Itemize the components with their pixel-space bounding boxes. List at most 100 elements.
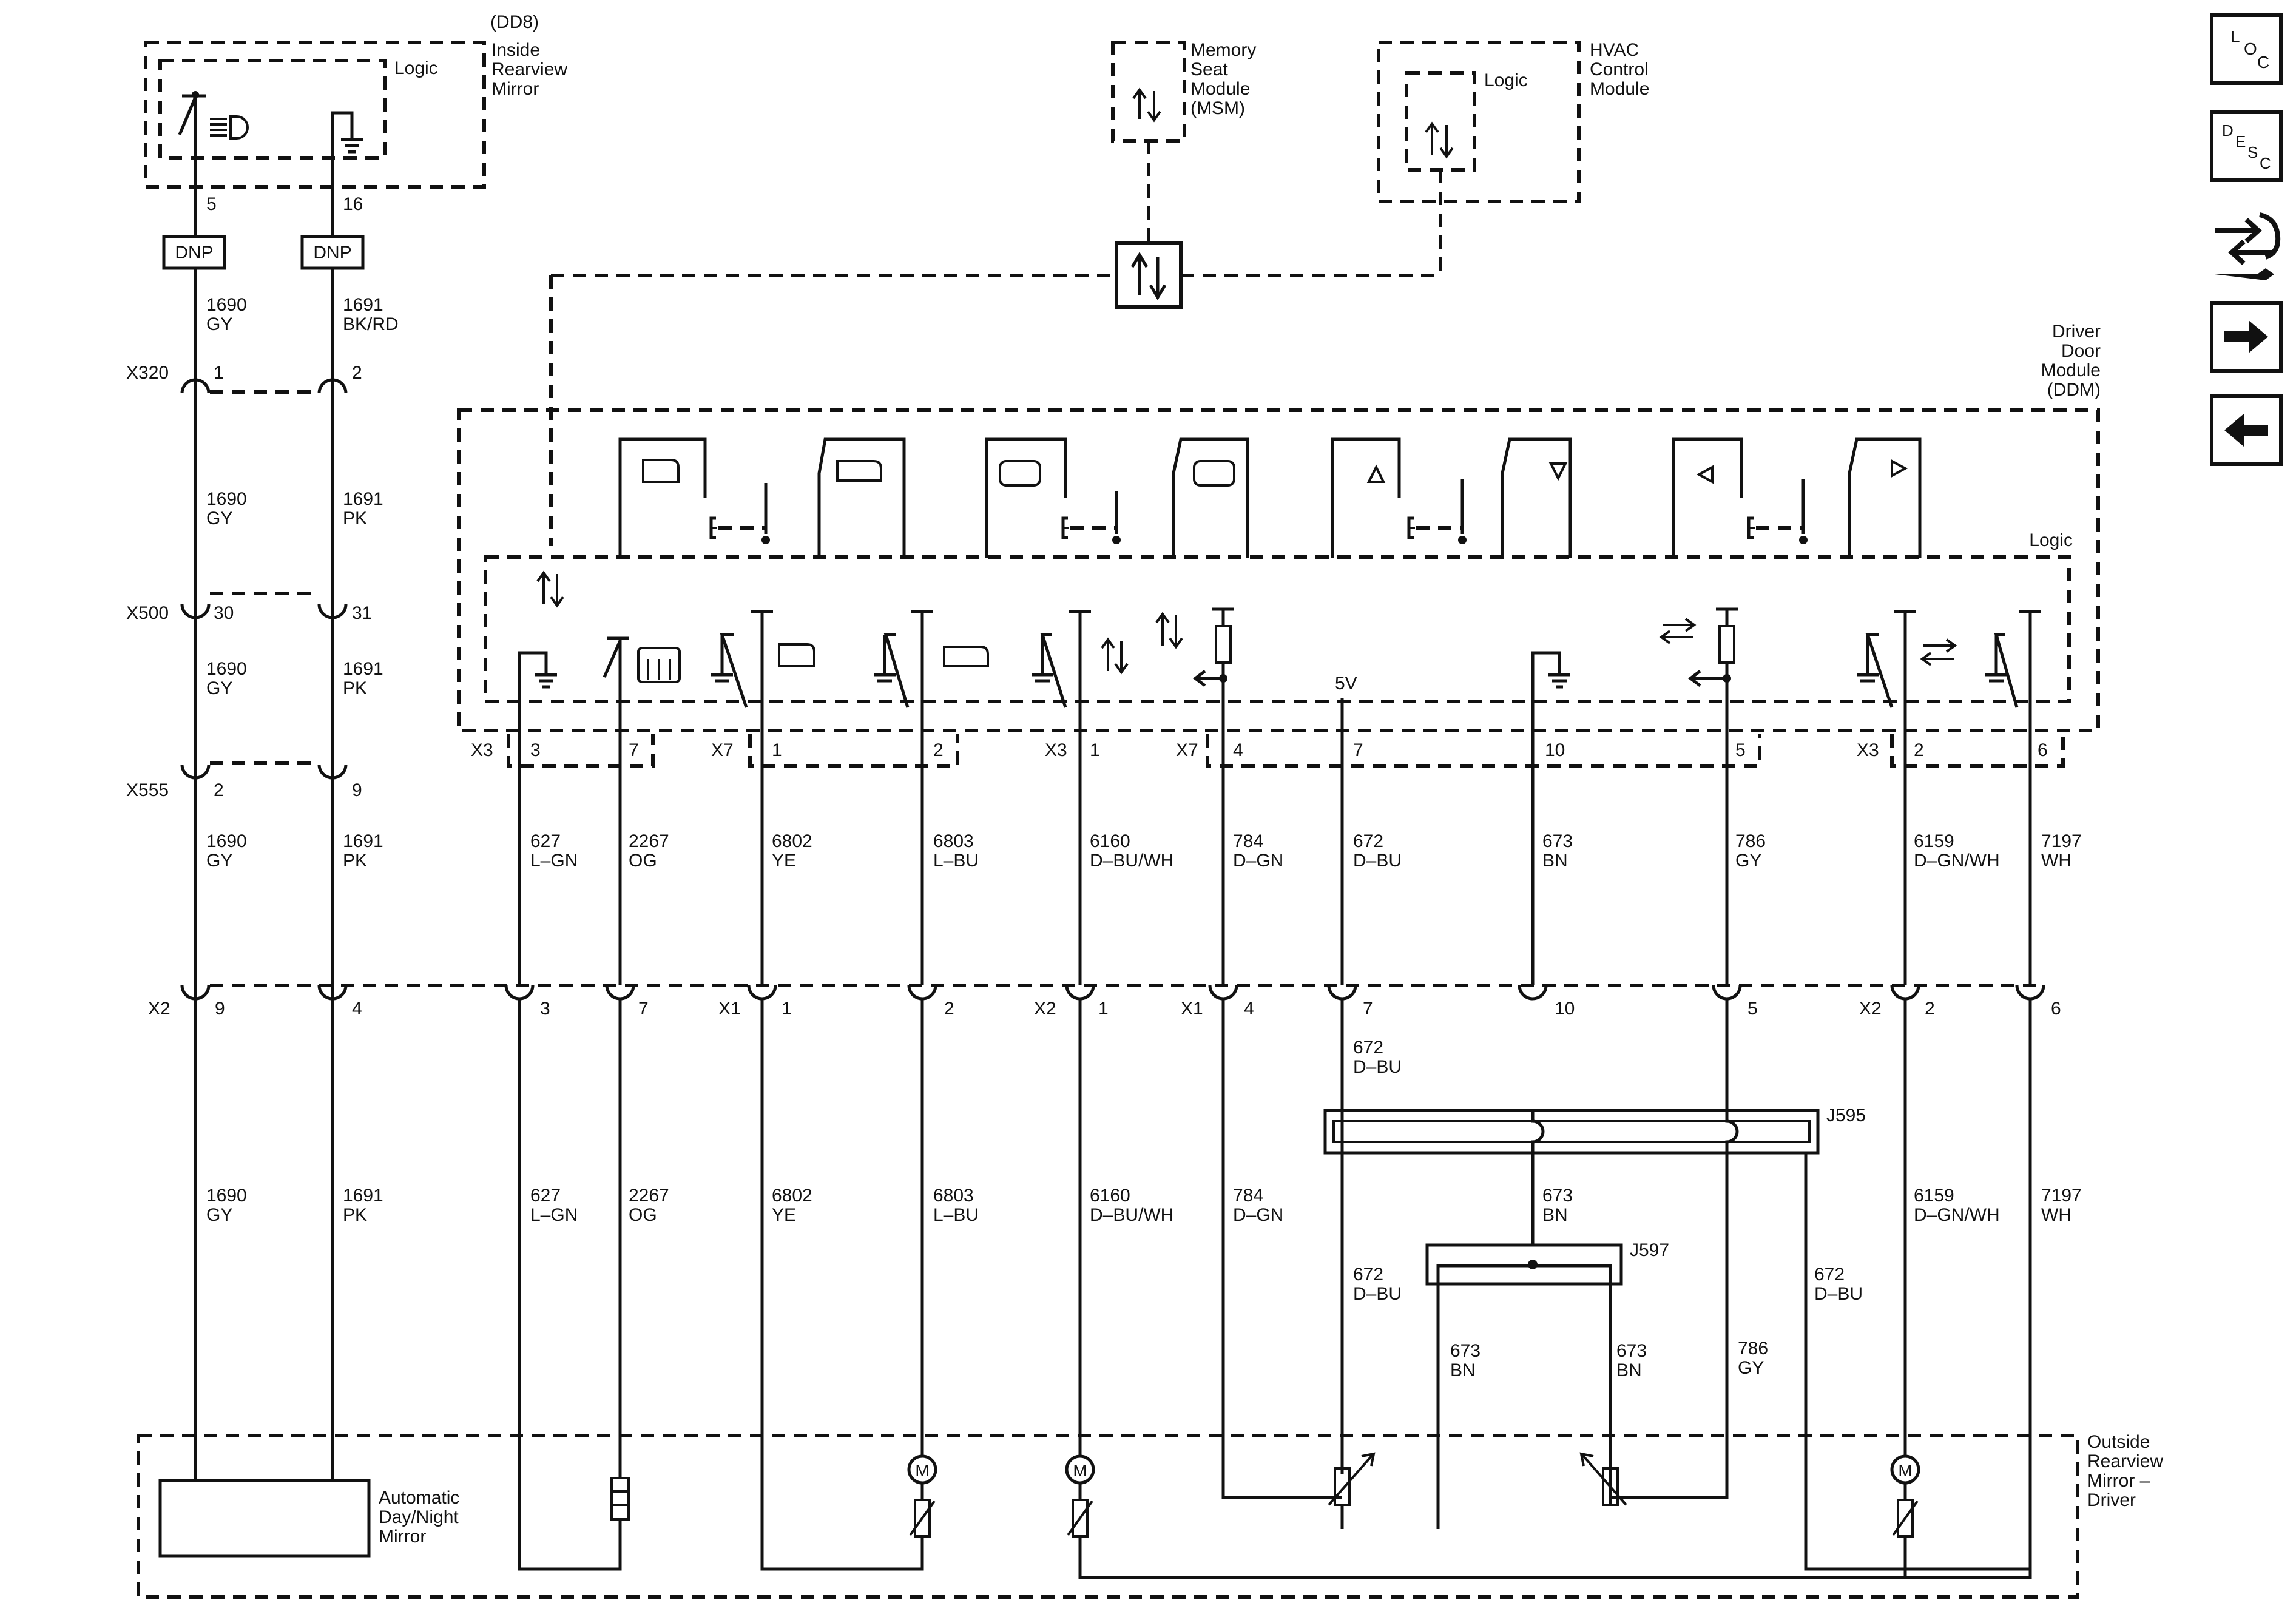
svg-text:Module: Module [1190,79,1250,99]
wire-673-left: 673 [1450,1341,1481,1361]
wire-672-right: 672 [1814,1264,1845,1284]
circuit-wires [518,756,2032,985]
svg-text:X3: X3 [471,740,493,760]
ddm-fold-driver-b [874,610,989,756]
svg-text:D–BU/WH: D–BU/WH [1090,1205,1173,1225]
pin-5: 5 [206,194,217,214]
pin-16: 16 [343,194,363,214]
wire-672-left: 672 [1353,1264,1383,1284]
svg-text:M: M [915,1461,929,1480]
ddm-connector-x7-b: X7 4 7 10 5 [1176,734,1761,768]
previous-arrow-button[interactable] [2210,394,2283,466]
svg-text:DNP: DNP [313,243,351,263]
svg-text:X3: X3 [1045,740,1067,760]
svg-text:GY: GY [206,851,232,871]
fold-motor-icon: M [907,1454,937,1548]
automatic-day-night-mirror: Automatic Day/Night Mirror [158,1479,459,1558]
svg-text:S: S [2247,143,2258,161]
svg-text:6159: 6159 [1914,831,1954,851]
svg-text:3: 3 [540,999,550,1019]
svg-text:Automatic: Automatic [379,1488,459,1508]
bidirectional-data-icon [1425,121,1454,159]
svg-text:X1: X1 [1181,999,1203,1019]
description-button[interactable]: D E S C [2210,110,2283,182]
wire-672-left-color: D–BU [1353,1284,1402,1304]
svg-text:WH: WH [2041,851,2071,871]
svg-text:E: E [2235,132,2246,150]
svg-text:Module: Module [2041,360,2101,380]
svg-text:Mirror –: Mirror – [2087,1471,2150,1491]
next-arrow-button[interactable] [2210,301,2283,373]
left-wires [194,182,334,1480]
svg-text:31: 31 [352,603,372,623]
inside-mirror-logic-label: Logic [394,58,438,78]
svg-text:6803: 6803 [933,1186,974,1206]
svg-text:WH: WH [2041,1205,2071,1225]
bidirectional-data-icon [1132,87,1161,123]
arrow-left-icon [2224,414,2268,447]
svg-text:6: 6 [2038,740,2048,760]
mirror-heater-element-icon [610,1477,630,1521]
arrow-right-icon [2224,320,2268,353]
svg-text:GY: GY [206,678,232,698]
ddm-motor-driver-b [1857,610,1957,756]
svg-text:D: D [2222,121,2234,140]
voltage-5v-label: 5V [1335,673,1357,694]
wire-1691-top: 1691 [343,295,383,315]
wire-786-lower: 786 [1738,1338,1768,1359]
svg-text:10: 10 [1555,999,1575,1019]
svg-text:7197: 7197 [2041,831,2082,851]
wire-1690-top: 1690 [206,295,247,315]
ddm-connector-x7-a: X7 1 2 [711,734,959,768]
svg-text:X555: X555 [126,780,169,800]
svg-text:YE: YE [772,851,796,871]
svg-text:5: 5 [1735,740,1746,760]
svg-text:6159: 6159 [1914,1186,1954,1206]
svg-text:D–GN/WH: D–GN/WH [1914,851,2000,871]
svg-text:Mirror: Mirror [379,1527,426,1547]
svg-text:7197: 7197 [2041,1186,2082,1206]
tilt-motor-icon: M [1065,1454,1095,1548]
mirror-select-switch [985,437,1249,558]
wire-673-right: 673 [1616,1341,1647,1361]
location-button[interactable]: L O C [2210,13,2283,85]
svg-text:2: 2 [933,740,944,760]
splice-j597: J597 [1425,1153,1669,1529]
svg-text:786: 786 [1735,831,1766,851]
ddm-connector-x3-b: X3 1 [1045,740,1100,760]
svg-text:1: 1 [772,740,782,760]
position-sensor-horizontal-icon [1579,1153,1729,1506]
svg-text:DNP: DNP [175,243,213,263]
svg-text:Rearview: Rearview [2087,1451,2163,1471]
svg-text:X3: X3 [1857,740,1879,760]
svg-text:X500: X500 [126,603,169,623]
svg-text:PK: PK [343,508,367,528]
ground-icon [331,111,363,182]
memory-seat-module: Memory Seat Module (MSM) [1111,40,1256,243]
svg-text:O: O [2244,39,2257,58]
svg-text:J595: J595 [1826,1106,1866,1126]
svg-text:Driver: Driver [2087,1490,2136,1510]
connector-x500: X500 30 31 [126,592,372,623]
connector-x555: X555 2 9 [126,761,362,800]
svg-text:1690: 1690 [206,489,247,509]
svg-text:X7: X7 [711,740,734,760]
svg-text:L–BU: L–BU [933,851,979,871]
wire-786-lower-color: GY [1738,1358,1764,1378]
svg-text:627: 627 [530,831,561,851]
svg-text:1691: 1691 [343,489,383,509]
svg-text:OG: OG [629,1205,657,1225]
ddm-position-sensor-a [1155,607,1234,756]
svg-text:6802: 6802 [772,1186,812,1206]
svg-text:2: 2 [1925,999,1935,1019]
svg-text:D–BU/WH: D–BU/WH [1090,851,1173,871]
svg-text:2: 2 [214,780,224,800]
ddm-motor-driver-c [1985,610,2041,756]
svg-text:BN: BN [1542,851,1568,871]
connector-repair-icon[interactable] [2209,206,2284,285]
svg-text:9: 9 [352,780,362,800]
svg-text:Module: Module [1590,79,1649,99]
svg-text:Logic: Logic [1484,70,1528,90]
wire-673-right-color: BN [1616,1360,1642,1380]
